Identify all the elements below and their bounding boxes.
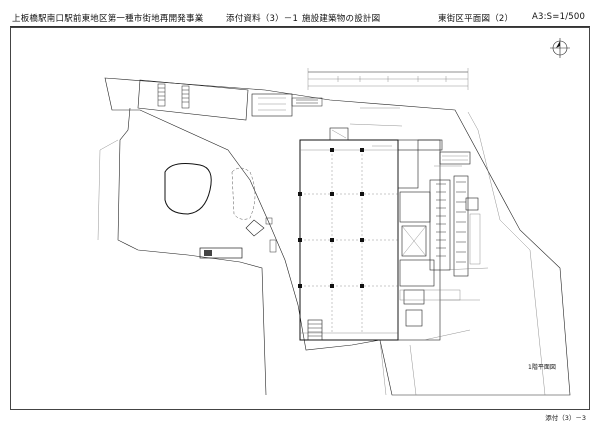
- dimension-lines: [307, 68, 469, 90]
- sidewalk-lines: [423, 267, 489, 341]
- road-lines: [97, 107, 546, 396]
- floor-plan-label: 1階平面図: [528, 364, 556, 371]
- annotation-leaders: [349, 107, 462, 167]
- sheet-name: 東街区平面図（2）: [438, 14, 514, 24]
- project-title: 上板橋駅南口駅前東地区第一種市街地再開発事業: [12, 14, 204, 24]
- station-plaza: [137, 79, 323, 121]
- bus-terminal-island: [164, 163, 277, 259]
- scale-label: A3:S=1/500: [532, 12, 586, 22]
- header-rule: [10, 26, 590, 27]
- building-footprint: [298, 127, 481, 341]
- attachment-label: 添付資料（3）－1: [226, 14, 299, 24]
- drawing-frame: [10, 27, 590, 410]
- drawing-title: 施設建築物の設計図: [302, 14, 381, 24]
- page-number: 添付（3）－3: [545, 414, 586, 422]
- north-arrow-icon: [550, 38, 570, 58]
- site-boundary: [104, 77, 571, 396]
